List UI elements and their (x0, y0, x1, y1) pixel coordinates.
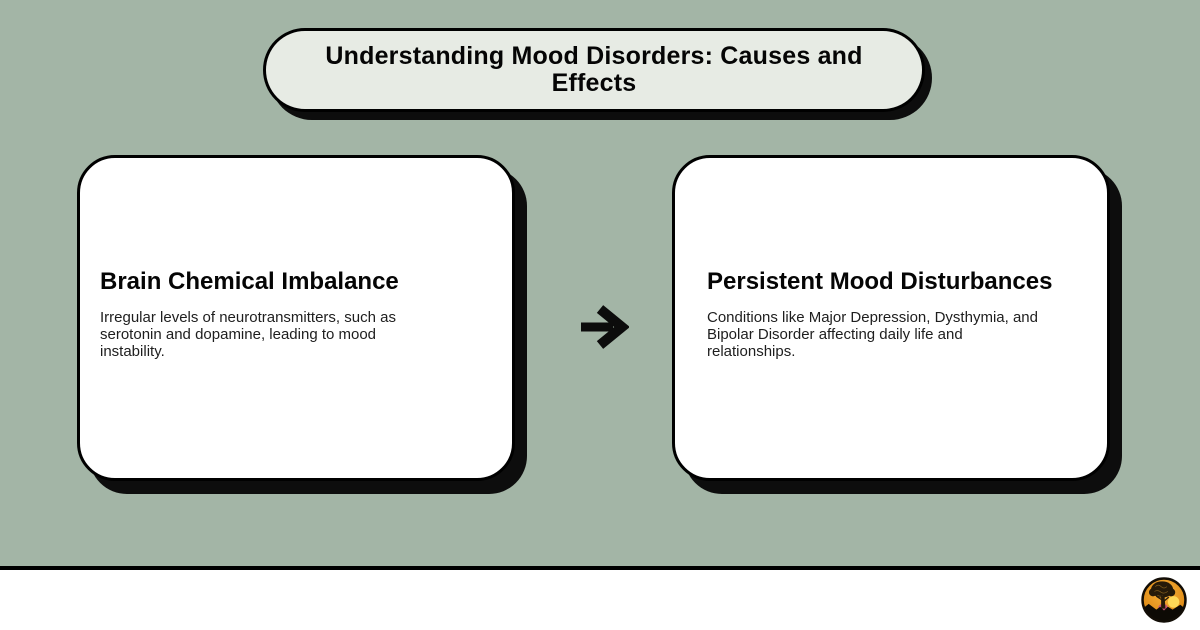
effect-card-title: Persistent Mood Disturbances (707, 268, 1053, 295)
right-arrow-icon (577, 299, 630, 355)
effect-card: Persistent Mood Disturbances Conditions … (672, 155, 1110, 481)
title-banner: Understanding Mood Disorders: Causes and… (263, 28, 925, 112)
brain-tree-sunset-logo-icon (1141, 577, 1187, 623)
cause-card-body: Irregular levels of neurotransmitters, s… (100, 308, 396, 360)
footer-bar (0, 566, 1200, 630)
page-title: Understanding Mood Disorders: Causes and… (325, 41, 863, 97)
effect-card-body: Conditions like Major Depression, Dysthy… (707, 308, 1038, 360)
cause-card: Brain Chemical Imbalance Irregular level… (77, 155, 515, 481)
cause-card-title: Brain Chemical Imbalance (100, 268, 399, 295)
